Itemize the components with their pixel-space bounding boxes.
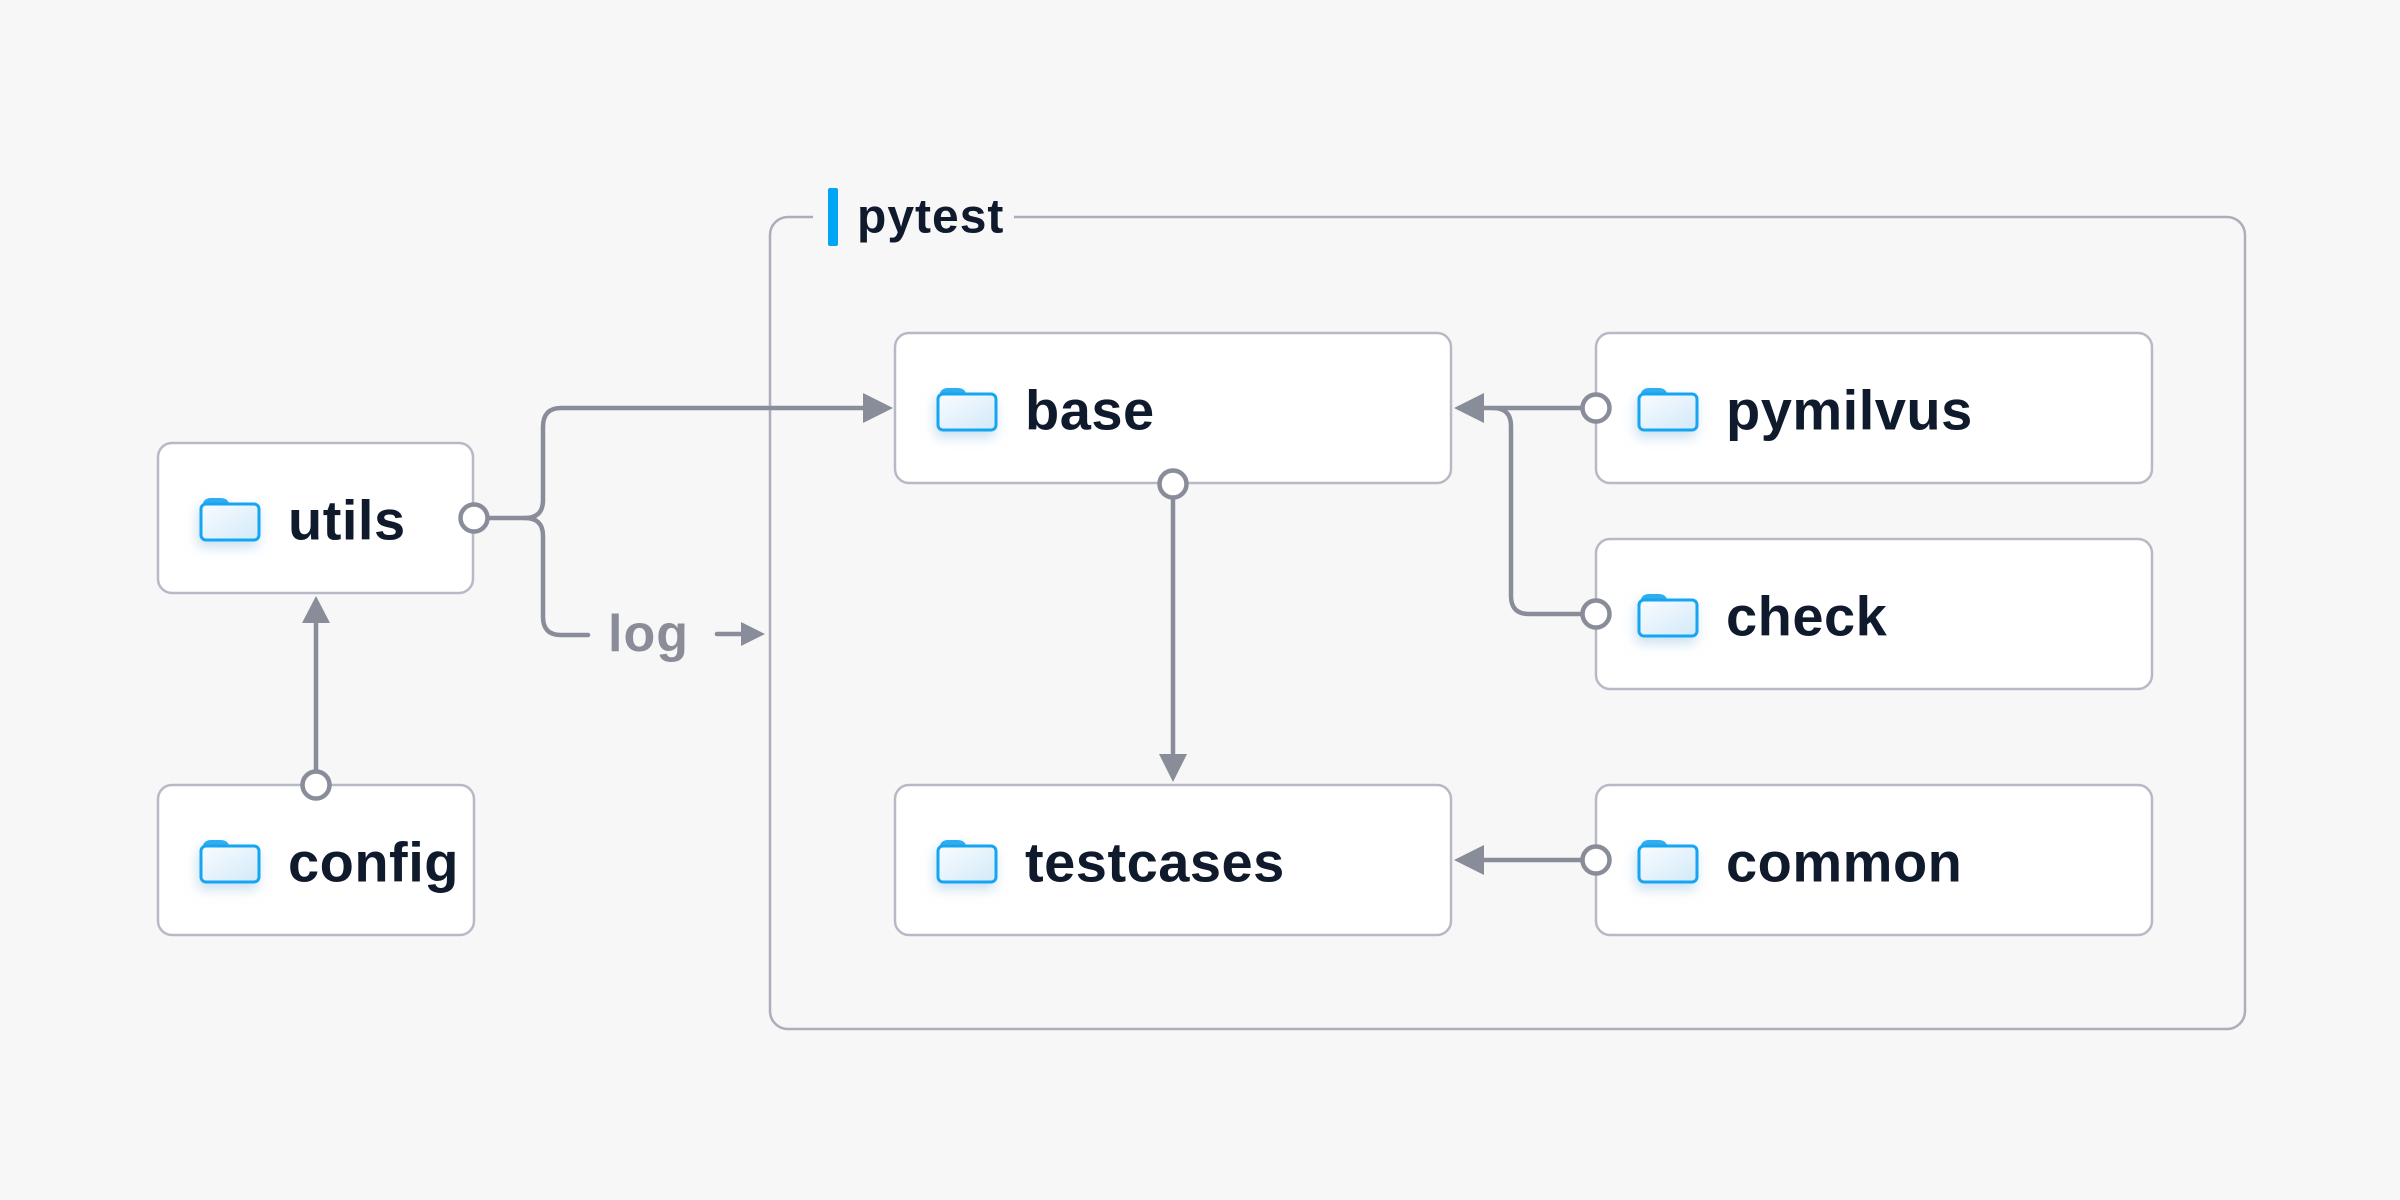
pytest-accent-bar: [828, 188, 838, 246]
port-common-left: [1580, 844, 1612, 876]
folder-icon: [1637, 386, 1699, 432]
arrowhead-log: [741, 622, 765, 646]
arrowhead-config-utils: [302, 596, 330, 623]
node-check[interactable]: check: [1594, 537, 2154, 691]
node-testcases[interactable]: testcases: [893, 783, 1453, 937]
node-utils[interactable]: utils: [156, 441, 475, 595]
node-config[interactable]: config: [156, 783, 476, 937]
pytest-group-container: [768, 215, 2247, 1031]
edge-utils-log: [522, 515, 591, 638]
folder-icon: [936, 838, 998, 884]
port-utils-right: [458, 502, 490, 534]
port-config-top: [300, 769, 332, 801]
edge-utils-base: [484, 405, 867, 521]
port-check-left: [1580, 598, 1612, 630]
folder-icon: [199, 838, 261, 884]
node-label-testcases: testcases: [1025, 831, 1285, 894]
arrowhead-base-testcases: [1159, 754, 1187, 782]
arrowhead-pymilvus-base: [1454, 393, 1484, 423]
node-common[interactable]: common: [1594, 783, 2154, 937]
node-box-testcases: [893, 783, 1453, 937]
node-pymilvus[interactable]: pymilvus: [1594, 331, 2154, 485]
pytest-group: pytest: [768, 188, 2247, 1031]
folder-icon: [936, 386, 998, 432]
node-label-common: common: [1726, 831, 1962, 894]
node-label-check: check: [1726, 585, 1888, 648]
ports-layer: [300, 392, 1612, 876]
edges-layer: log: [302, 393, 1585, 875]
folder-icon: [1637, 838, 1699, 884]
port-base-bottom: [1157, 468, 1189, 500]
pytest-group-label: pytest: [857, 191, 1004, 244]
node-label-utils: utils: [288, 489, 406, 552]
arrowhead-utils-base: [863, 393, 893, 423]
node-label-config: config: [288, 831, 459, 894]
node-base[interactable]: base: [893, 331, 1453, 485]
node-label-pymilvus: pymilvus: [1726, 379, 1973, 442]
folder-icon: [199, 496, 261, 542]
pytest-label-backdrop: [813, 204, 1014, 230]
port-pymilvus-left: [1580, 392, 1612, 424]
node-label-base: base: [1025, 379, 1155, 442]
nodes-layer: utils config base testcases pymilvus che…: [156, 331, 2154, 937]
edge-check-base: [1490, 405, 1585, 617]
edge-label-log: log: [608, 605, 689, 663]
arrowhead-common-testcases: [1454, 845, 1484, 875]
folder-icon: [1637, 592, 1699, 638]
